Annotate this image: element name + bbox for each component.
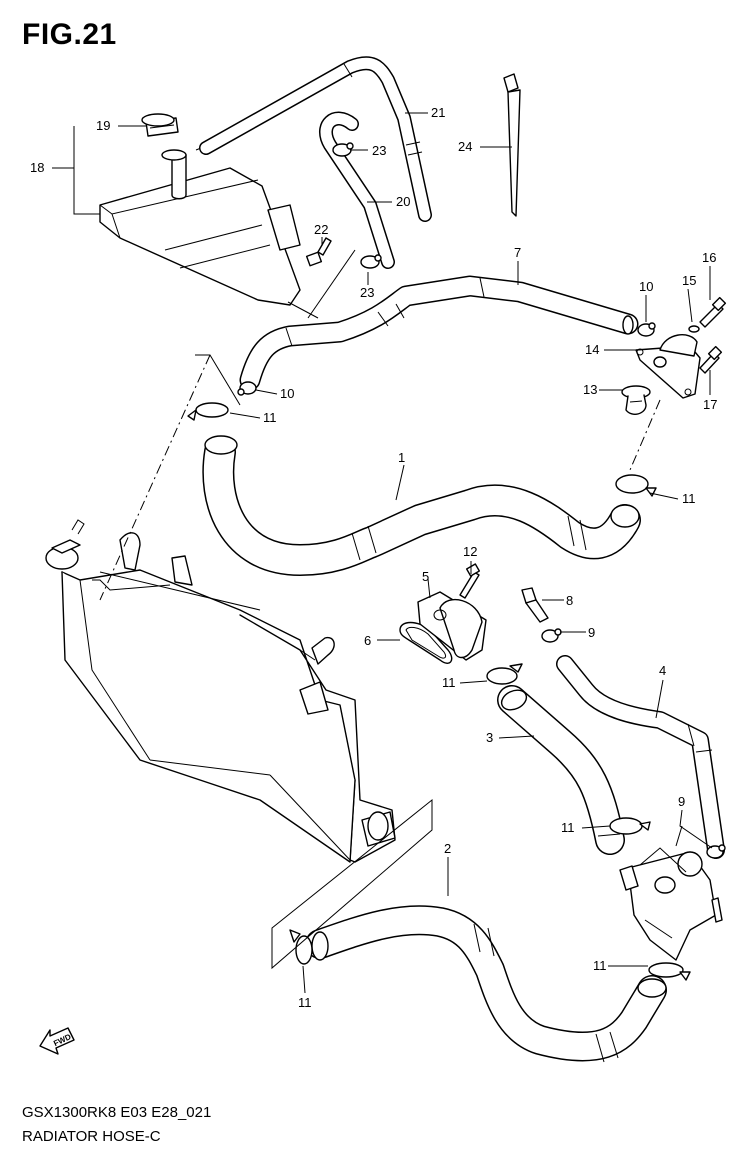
connector-lines [99,249,687,970]
bolt-17 [699,345,723,374]
clamp-23-lower [360,254,382,269]
callout-17: 17 [703,397,717,412]
thermostat-cover-14 [635,334,701,399]
callout-9-lower: 9 [678,794,685,809]
bolt-12 [459,563,481,599]
water-pump [619,851,723,961]
figure-caption: RADIATOR HOSE-C [22,1128,161,1145]
clamp-11-bottom-left [289,929,313,965]
callout-10-left: 10 [280,386,294,401]
callout-7: 7 [514,245,521,260]
callout-3: 3 [486,730,493,745]
callout-14: 14 [585,342,599,357]
callout-11-mid: 11 [442,675,456,690]
hose-4 [556,655,725,859]
callout-12: 12 [463,544,477,559]
reservoir-tank [99,145,301,306]
hose-20 [319,111,395,269]
callout-11-pump-bottom: 11 [593,958,607,973]
callout-21: 21 [431,105,445,120]
clamp-9-upper [541,628,562,643]
radiator [45,519,396,863]
figure-title: FIG.21 [22,18,117,51]
callout-24: 24 [458,139,472,154]
clamp-11-pump-bottom [648,962,691,981]
callout-20: 20 [396,194,410,209]
callout-18: 18 [30,160,44,175]
callout-11-upper-left: 11 [263,410,277,425]
callout-leaders [52,112,713,994]
callout-8: 8 [566,593,573,608]
model-code: GSX1300RK8 E03 E28_021 [22,1104,212,1121]
clamp-11-mid [486,663,523,685]
bolt-22 [305,237,332,267]
clamp-11-pump-top [609,817,651,835]
clamp-11-upper-left [187,402,229,421]
clamp-9-lower [706,844,726,859]
callout-4: 4 [659,663,666,678]
callout-6: 6 [364,633,371,648]
o-ring-15 [688,325,700,333]
hose-3 [497,685,625,855]
callout-5: 5 [422,569,429,584]
callout-23-upper: 23 [372,143,386,158]
callout-11-upper-right: 11 [682,491,696,506]
callout-23-lower: 23 [360,285,374,300]
callout-11-bottom-left: 11 [298,995,312,1010]
callout-1: 1 [398,450,405,465]
hose-2 [305,905,667,1063]
callout-10-right: 10 [639,279,653,294]
hose-1 [202,435,641,576]
callout-19: 19 [96,118,110,133]
callout-15: 15 [682,273,696,288]
thermostat-13 [621,385,651,416]
o-ring-6 [399,621,453,664]
callout-2: 2 [444,841,451,856]
reservoir-cap [141,113,179,137]
hose-7 [239,275,639,391]
callout-13: 13 [583,382,597,397]
callout-labels: 1 2 3 4 5 6 7 8 9 9 10 10 11 11 11 11 11… [30,105,717,1010]
hose-21 [199,56,432,222]
bolt-16 [699,296,727,328]
fitting-8 [521,587,549,623]
fwd-arrow: FWD [39,1027,75,1055]
clamp-10-left [237,381,257,396]
outlet-5 [417,591,487,661]
tie-24 [503,73,521,217]
callout-11-pump-top: 11 [561,820,575,835]
clamp-10-right [637,322,656,337]
callout-16: 16 [702,250,716,265]
clamp-11-upper-right [615,474,657,497]
callout-22: 22 [314,222,328,237]
callout-9-upper: 9 [588,625,595,640]
